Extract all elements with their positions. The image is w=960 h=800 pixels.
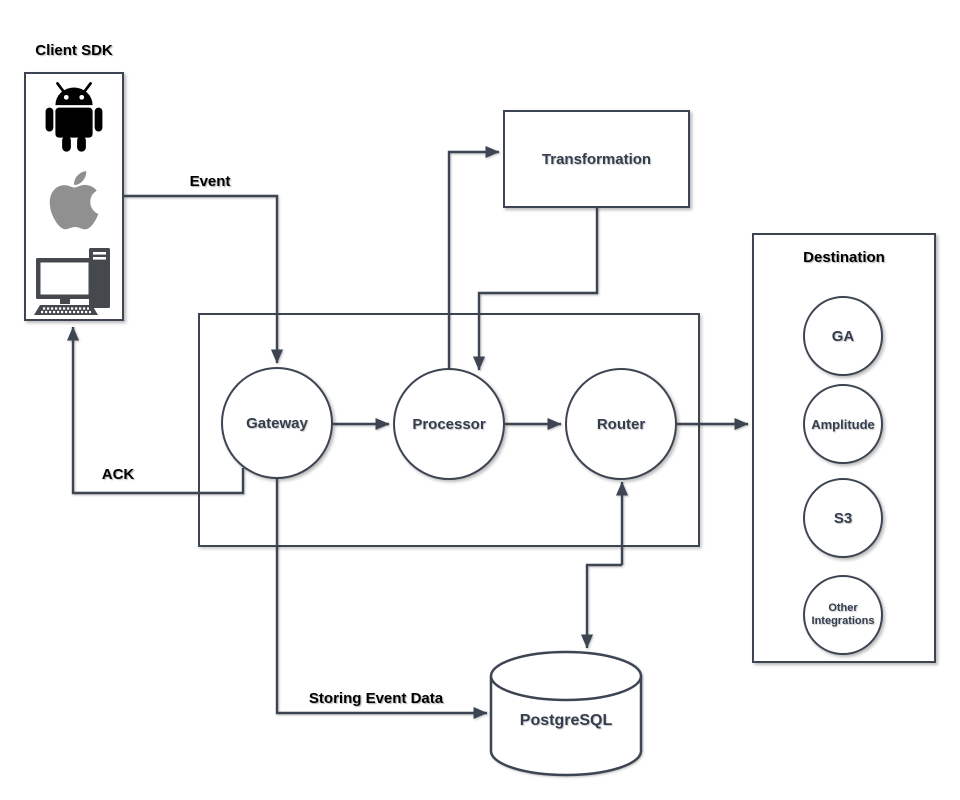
s3-node: S3 (803, 478, 883, 558)
postgresql-label: PostgreSQL (519, 712, 613, 729)
apple-icon (49, 171, 99, 230)
s3-label: S3 (833, 509, 853, 527)
amplitude-label: Amplitude (811, 416, 875, 432)
transformation-box: Transformation (503, 110, 690, 208)
client-sdk-box (24, 72, 124, 321)
event-edge-label: Event (189, 173, 231, 190)
amplitude-node: Amplitude (803, 384, 883, 464)
router-node: Router (565, 368, 677, 480)
destination-title: Destination (803, 249, 885, 266)
desktop-icon (34, 248, 110, 315)
edge-router-postgresql (581, 563, 622, 649)
ga-node: GA (803, 296, 883, 376)
gateway-label: Gateway (246, 414, 308, 432)
ga-label: GA (831, 327, 855, 345)
ack-edge-label: ACK (101, 466, 135, 483)
processor-label: Processor (412, 415, 486, 433)
router-label: Router (596, 415, 646, 433)
client-sdk-title: Client SDK (35, 42, 113, 59)
other-integrations-label: Other Integrations (811, 601, 875, 627)
gateway-node: Gateway (221, 367, 333, 479)
transformation-label: Transformation (541, 150, 652, 168)
processor-node: Processor (393, 368, 505, 480)
storing-event-data-edge-label: Storing Event Data (308, 690, 444, 707)
android-icon (45, 82, 103, 152)
other-integrations-node: Other Integrations (803, 575, 883, 655)
